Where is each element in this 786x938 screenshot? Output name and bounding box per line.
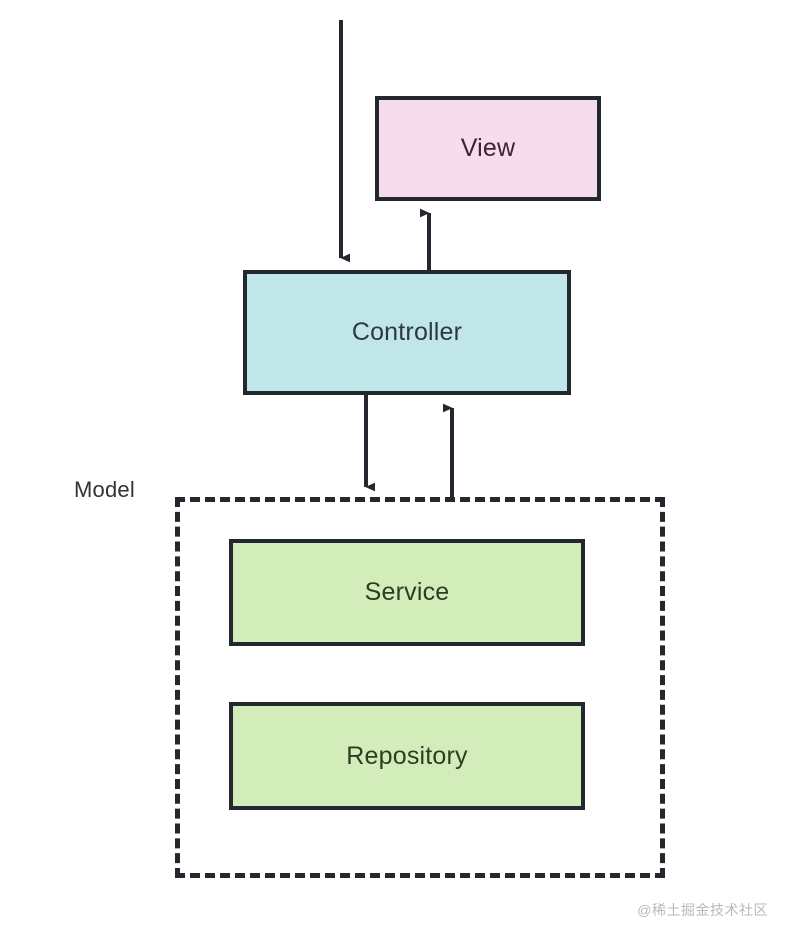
node-repository[interactable]: Repository: [229, 702, 585, 810]
node-repository-label: Repository: [346, 741, 468, 770]
node-service[interactable]: Service: [229, 539, 585, 646]
node-controller[interactable]: Controller: [243, 270, 571, 395]
watermark-text: @稀土掘金技术社区: [637, 902, 768, 918]
group-model-label: Model: [74, 477, 135, 502]
node-controller-label: Controller: [351, 318, 463, 346]
node-view[interactable]: View: [375, 96, 601, 201]
node-view-label: View: [460, 134, 516, 162]
node-service-label: Service: [364, 578, 450, 606]
group-model-container: [175, 497, 665, 878]
